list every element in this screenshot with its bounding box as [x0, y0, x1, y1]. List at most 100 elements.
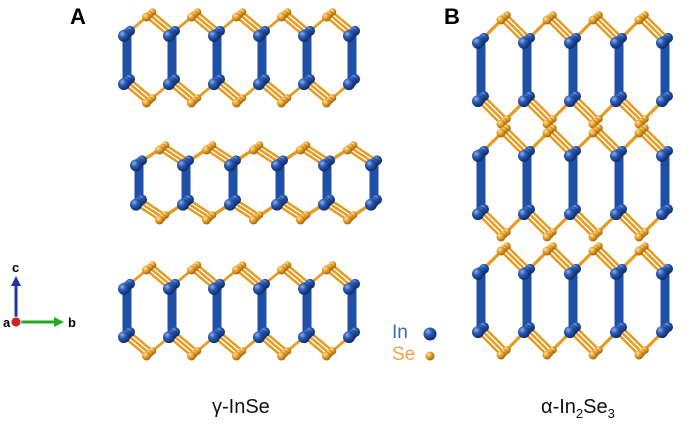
se-atom — [542, 232, 552, 242]
in-atom — [518, 95, 530, 108]
in-atom — [472, 95, 484, 108]
caption-b-sub2: 3 — [607, 406, 615, 421]
caption-alpha-in2se3: α-In2Se3 — [541, 396, 615, 421]
in-atom — [610, 95, 622, 108]
in-atom — [343, 331, 355, 344]
in-atom — [656, 267, 668, 280]
in-atom — [298, 29, 310, 42]
in-atom — [343, 29, 355, 42]
panel-letter-b: B — [444, 4, 460, 29]
in-atom — [472, 36, 484, 49]
in-atom — [163, 282, 175, 295]
atomic-layers — [118, 8, 673, 361]
se-atom — [634, 232, 644, 242]
in-atom — [208, 29, 220, 42]
se-atom — [322, 12, 331, 22]
se-atom — [496, 232, 506, 242]
se-atom — [142, 12, 151, 22]
in-atom — [564, 208, 576, 221]
layer-b-bottom — [472, 242, 673, 360]
legend-in-label: In — [392, 322, 408, 343]
se-atom — [249, 145, 258, 155]
se-atom — [542, 350, 552, 360]
in-atom — [253, 78, 265, 91]
se-atom — [322, 265, 331, 275]
c-axis-label: c — [12, 260, 19, 275]
in-atom — [656, 36, 668, 49]
in-atom — [656, 149, 668, 162]
se-atom — [496, 246, 506, 256]
in-atom — [472, 326, 484, 339]
in-atom — [253, 331, 265, 344]
se-atom — [296, 145, 305, 155]
se-atom — [232, 265, 241, 275]
in-atom — [472, 208, 484, 221]
se-atom — [343, 145, 352, 155]
in-atom — [564, 36, 576, 49]
se-atom — [202, 145, 211, 155]
in-atom — [130, 198, 142, 211]
in-atom — [298, 78, 310, 91]
se-atom — [232, 12, 241, 22]
in-atom — [318, 159, 330, 172]
layer-b-middle — [472, 124, 673, 242]
b-axis-label: b — [68, 315, 76, 330]
se-atom — [142, 351, 151, 361]
se-atom — [542, 246, 552, 256]
se-atom — [496, 119, 506, 129]
in-atom — [518, 326, 530, 339]
b-axis-arrowhead — [54, 317, 64, 327]
se-atom — [634, 246, 644, 256]
panel-letter-a: A — [70, 4, 86, 29]
se-atom — [496, 15, 506, 25]
in-atom — [118, 331, 130, 344]
in-atom — [656, 95, 668, 108]
se-atom — [187, 265, 196, 275]
in-atom — [271, 198, 283, 211]
in-atom — [564, 95, 576, 108]
in-atom — [343, 282, 355, 295]
se-atom — [634, 15, 644, 25]
in-atom — [163, 29, 175, 42]
se-atom — [588, 350, 598, 360]
se-atom — [322, 98, 331, 108]
se-atom — [634, 119, 644, 129]
layer-b-top — [472, 11, 673, 129]
in-atom — [130, 159, 142, 172]
se-atom — [496, 128, 506, 138]
in-atom — [343, 78, 355, 91]
se-atom — [142, 98, 151, 108]
in-atom — [610, 208, 622, 221]
layer-a-top — [118, 8, 360, 108]
se-atom — [588, 15, 598, 25]
in-atom — [564, 326, 576, 339]
se-atom — [343, 215, 352, 225]
a-axis-dot — [10, 316, 22, 328]
in-atom — [656, 326, 668, 339]
layer-a-bottom — [118, 261, 360, 361]
in-atom — [224, 198, 236, 211]
se-atom — [187, 12, 196, 22]
in-atom — [564, 149, 576, 162]
se-atom — [542, 119, 552, 129]
in-atom — [163, 78, 175, 91]
se-atom — [588, 128, 598, 138]
se-atom — [634, 350, 644, 360]
in-atom — [610, 267, 622, 280]
c-axis-arrowhead — [11, 276, 21, 286]
in-atom — [518, 149, 530, 162]
se-atom — [277, 12, 286, 22]
se-atom — [277, 265, 286, 275]
in-atom — [564, 267, 576, 280]
se-atom — [187, 351, 196, 361]
se-atom — [542, 128, 552, 138]
caption-b-part2: Se — [583, 396, 608, 418]
se-atom — [542, 15, 552, 25]
caption-a-text: γ-InSe — [212, 396, 270, 418]
se-atom — [155, 145, 164, 155]
caption-b-part1: α-In — [541, 396, 576, 418]
legend-in-dot — [423, 327, 437, 341]
caption-b-sub1: 2 — [575, 406, 584, 421]
in-atom — [656, 208, 668, 221]
